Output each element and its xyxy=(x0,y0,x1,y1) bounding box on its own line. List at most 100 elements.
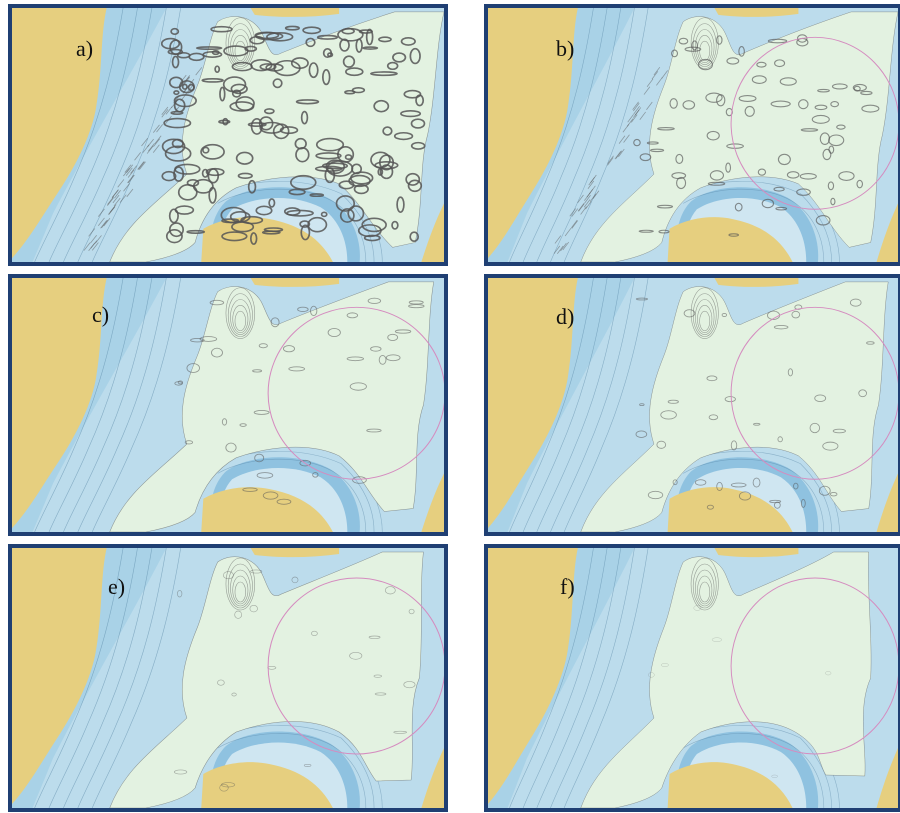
ridge-detail xyxy=(633,102,640,112)
sounding-detail xyxy=(242,487,258,492)
north-land xyxy=(250,8,340,17)
restriction-circle xyxy=(267,306,444,480)
sounding-detail xyxy=(410,141,426,150)
east-land xyxy=(876,203,898,262)
sounding-detail xyxy=(362,46,379,50)
panel-label: b) xyxy=(556,36,575,61)
depth-contour xyxy=(563,548,649,808)
sounding-detail xyxy=(814,104,828,111)
sounding-detail xyxy=(327,52,334,58)
depth-contour xyxy=(91,548,181,808)
depth-contour xyxy=(522,8,608,262)
sounding-detail xyxy=(214,65,221,73)
sounding-detail xyxy=(374,692,387,696)
sounding-detail xyxy=(255,205,273,216)
sounding-detail xyxy=(730,440,738,451)
peak-contour xyxy=(227,563,253,609)
sounding-detail xyxy=(396,196,405,213)
sounding-detail xyxy=(262,491,279,500)
sounding-detail xyxy=(786,171,800,179)
sounding-detail xyxy=(724,396,736,403)
peak-contour xyxy=(234,310,247,332)
sounding-detail xyxy=(767,38,788,44)
sounding-detail xyxy=(635,297,649,301)
ridge-detail xyxy=(554,235,562,244)
restriction-circle xyxy=(730,577,898,755)
sounding-detail xyxy=(827,181,835,191)
sounding-detail xyxy=(721,313,728,318)
ridge-detail xyxy=(592,190,600,199)
nautical-chart xyxy=(488,278,898,532)
ridge-detail xyxy=(130,165,138,174)
sounding-detail xyxy=(773,501,781,509)
sounding-detail xyxy=(222,76,247,93)
ridge-detail xyxy=(560,242,567,252)
sounding-detail xyxy=(392,52,407,63)
sounding-detail xyxy=(660,410,677,420)
sounding-detail xyxy=(165,229,183,244)
ridge-detail xyxy=(119,194,127,203)
sounding-detail xyxy=(291,576,299,584)
sounding-detail xyxy=(725,162,732,173)
sounding-detail xyxy=(181,83,188,90)
sounding-detail xyxy=(706,130,720,141)
sounding-detail xyxy=(811,114,830,124)
ridge-detail xyxy=(577,203,585,212)
ridge-detail xyxy=(107,197,114,206)
sounding-detail xyxy=(299,220,311,228)
sounding-detail xyxy=(779,77,797,86)
sounding-detail xyxy=(235,151,254,165)
sounding-detail xyxy=(706,375,718,382)
sounding-detail xyxy=(219,783,229,792)
south-land xyxy=(667,487,793,532)
depth-contour xyxy=(77,278,167,532)
ridge-detail xyxy=(124,164,132,173)
panel-label: a) xyxy=(76,36,94,61)
sounding-detail xyxy=(161,170,177,182)
sounding-detail xyxy=(403,681,416,689)
sounding-detail xyxy=(382,126,393,136)
ridge-detail xyxy=(584,195,591,204)
ridge-detail xyxy=(139,161,146,170)
sounding-detail xyxy=(825,671,832,676)
depth-contour xyxy=(536,548,622,808)
nautical-chart xyxy=(12,548,444,808)
sounding-detail xyxy=(168,208,179,224)
nautical-chart xyxy=(488,548,898,808)
depth-contour xyxy=(550,8,635,262)
sounding-detail xyxy=(367,297,382,304)
sounding-detail xyxy=(370,71,398,77)
sounding-detail xyxy=(648,672,655,678)
sounding-detail xyxy=(346,312,359,319)
sounding-detail xyxy=(205,167,225,177)
ridge-detail xyxy=(639,111,646,120)
sounding-detail xyxy=(649,148,665,153)
north-land xyxy=(250,278,340,287)
ridge-detail xyxy=(152,144,160,153)
sounding-detail xyxy=(305,37,316,48)
sounding-detail xyxy=(223,571,234,580)
nautical-chart xyxy=(12,8,444,262)
sounding-detail xyxy=(777,153,791,166)
ridge-detail xyxy=(103,217,111,227)
sounding-detail xyxy=(348,174,371,188)
ridge-detail xyxy=(580,206,587,215)
sounding-detail xyxy=(316,34,339,40)
sounding-detail xyxy=(829,491,838,497)
map-panel-e: e) xyxy=(8,544,448,812)
ridge-detail xyxy=(179,74,187,84)
ridge-detail xyxy=(646,101,653,111)
depth-contour xyxy=(63,8,153,262)
ridge-detail xyxy=(195,67,203,76)
sounding-detail xyxy=(770,100,791,108)
sounding-detail xyxy=(266,32,294,42)
sounding-detail xyxy=(711,637,722,642)
sounding-detail xyxy=(684,46,702,52)
sounding-detail xyxy=(247,179,257,194)
sounding-detail xyxy=(303,763,312,767)
ridge-detail xyxy=(97,208,105,217)
sounding-detail xyxy=(830,101,840,108)
sounding-detail xyxy=(656,440,667,449)
sounding-detail xyxy=(299,459,312,467)
ridge-detail xyxy=(125,167,133,176)
